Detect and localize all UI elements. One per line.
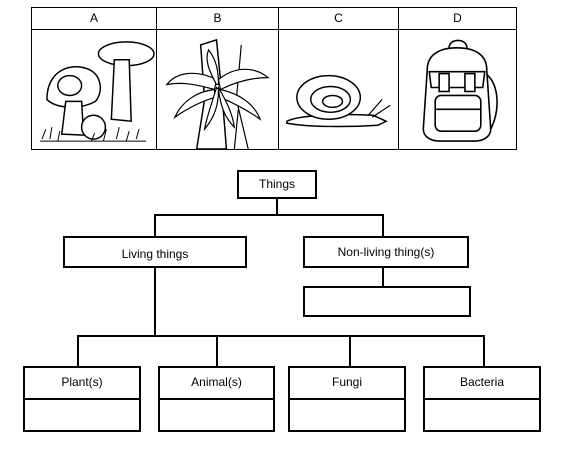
animals-label: Animal(s) bbox=[160, 368, 273, 400]
connector-categories-horizontal bbox=[77, 335, 485, 337]
bacteria-answer-box[interactable] bbox=[425, 400, 539, 432]
picture-label-c: C bbox=[279, 8, 398, 30]
plants-category-box: Plant(s) bbox=[23, 366, 141, 432]
picture-label-b: B bbox=[157, 8, 278, 30]
non-living-things-box: Non-living thing(s) bbox=[303, 236, 469, 268]
bacteria-label: Bacteria bbox=[425, 368, 539, 400]
connector-to-living bbox=[154, 214, 156, 237]
snail-icon bbox=[279, 30, 398, 149]
connector-to-fungi bbox=[349, 335, 351, 367]
animals-category-box: Animal(s) bbox=[158, 366, 275, 432]
living-things-box: Living things bbox=[63, 236, 247, 268]
picture-table: A B bbox=[31, 7, 517, 150]
fungi-category-box: Fungi bbox=[288, 366, 406, 432]
picture-label-d: D bbox=[399, 8, 516, 30]
fungi-answer-box[interactable] bbox=[290, 400, 404, 432]
connector-to-nonliving bbox=[382, 214, 384, 237]
root-box: Things bbox=[237, 170, 317, 199]
plants-answer-box[interactable] bbox=[25, 400, 139, 432]
picture-cell-d: D bbox=[399, 8, 516, 149]
connector-to-bacteria bbox=[483, 335, 485, 367]
picture-cell-c: C bbox=[279, 8, 399, 149]
picture-label-a: A bbox=[32, 8, 156, 30]
connector-root-horizontal bbox=[154, 214, 384, 216]
mushroom-icon bbox=[32, 30, 156, 149]
non-living-answer-box[interactable] bbox=[303, 286, 471, 317]
picture-cell-b: B bbox=[157, 8, 279, 149]
animals-answer-box[interactable] bbox=[160, 400, 273, 432]
connector-root-down bbox=[276, 198, 278, 215]
bacteria-category-box: Bacteria bbox=[423, 366, 541, 432]
connector-nonliving-answer bbox=[382, 267, 384, 287]
fungi-label: Fungi bbox=[290, 368, 404, 400]
backpack-icon bbox=[399, 30, 516, 149]
picture-cell-a: A bbox=[32, 8, 157, 149]
connector-to-plants bbox=[77, 335, 79, 367]
connector-to-animals bbox=[216, 335, 218, 367]
connector-living-down bbox=[154, 268, 156, 336]
fern-icon bbox=[157, 30, 278, 149]
plants-label: Plant(s) bbox=[25, 368, 139, 400]
